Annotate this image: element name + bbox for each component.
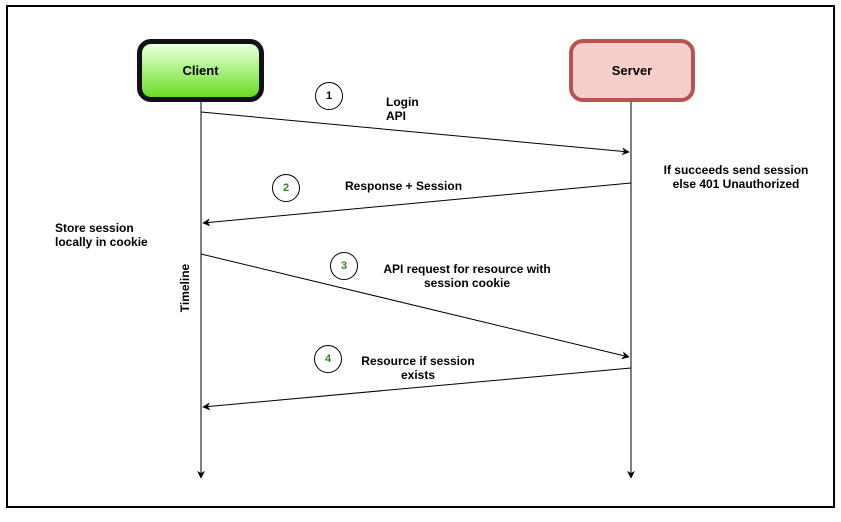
message-arrow-api-request — [200, 253, 630, 360]
message-arrow-response-session — [202, 182, 632, 227]
step-badge-1: 1 — [315, 82, 343, 110]
timeline-label: Timeline — [178, 263, 192, 313]
step-badge-4: 4 — [314, 345, 342, 373]
diagram-frame — [6, 5, 835, 508]
message-label-login: Login API — [386, 95, 419, 123]
message-label-resource: Resource if session exists — [361, 354, 475, 382]
step-badge-2: 2 — [272, 174, 300, 202]
server-actor-box: Server — [569, 39, 695, 102]
client-actor-label: Client — [182, 63, 219, 78]
step-badge-3: 3 — [330, 252, 358, 280]
client-note: Store session locally in cookie — [55, 221, 148, 249]
client-actor-box: Client — [137, 39, 264, 102]
server-note: If succeeds send session else 401 Unauth… — [663, 163, 809, 191]
message-arrow-login — [200, 111, 630, 156]
message-label-response-session: Response + Session — [345, 179, 463, 193]
message-arrow-resource — [202, 367, 632, 411]
message-label-api-request: API request for resource with session co… — [383, 262, 551, 290]
server-actor-label: Server — [611, 63, 653, 78]
